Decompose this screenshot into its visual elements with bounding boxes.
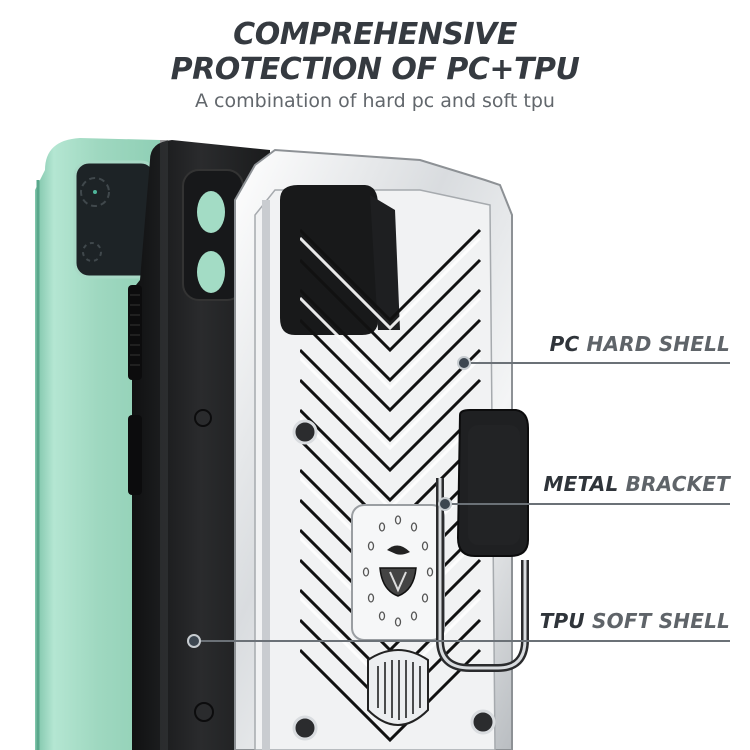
callout-metal-bracket: METAL BRACKET: [544, 472, 730, 496]
metal-bracket-leader-line: [447, 503, 730, 505]
metal-bracket-marker-dot: [438, 497, 452, 511]
tpu-soft-shell-marker-dot: [187, 634, 201, 648]
headline-line-2: PROTECTION OF PC+TPU: [170, 52, 580, 87]
magnetic-plate: [351, 504, 445, 726]
callout-tpu-soft-shell-prefix: TPU: [539, 609, 585, 633]
subheadline: A combination of hard pc and soft tpu: [195, 90, 555, 112]
metal-ring-bracket: [436, 409, 529, 672]
pc-hard-shell-leader-line: [466, 362, 730, 364]
tpu-soft-shell-leader-line: [196, 640, 730, 642]
callout-metal-bracket-suffix: BRACKET: [625, 472, 730, 496]
callout-tpu-soft-shell-suffix: SOFT SHELL: [592, 609, 730, 633]
headline-line-1: COMPREHENSIVE: [233, 17, 517, 52]
callout-tpu-soft-shell: TPU SOFT SHELL: [540, 609, 730, 633]
callout-pc-hard-shell-prefix: PC: [549, 332, 580, 356]
pc-hard-shell-marker-dot: [457, 356, 471, 370]
callout-pc-hard-shell-suffix: HARD SHELL: [586, 332, 730, 356]
callout-metal-bracket-prefix: METAL: [543, 472, 619, 496]
callout-pc-hard-shell: PC HARD SHELL: [550, 332, 730, 356]
